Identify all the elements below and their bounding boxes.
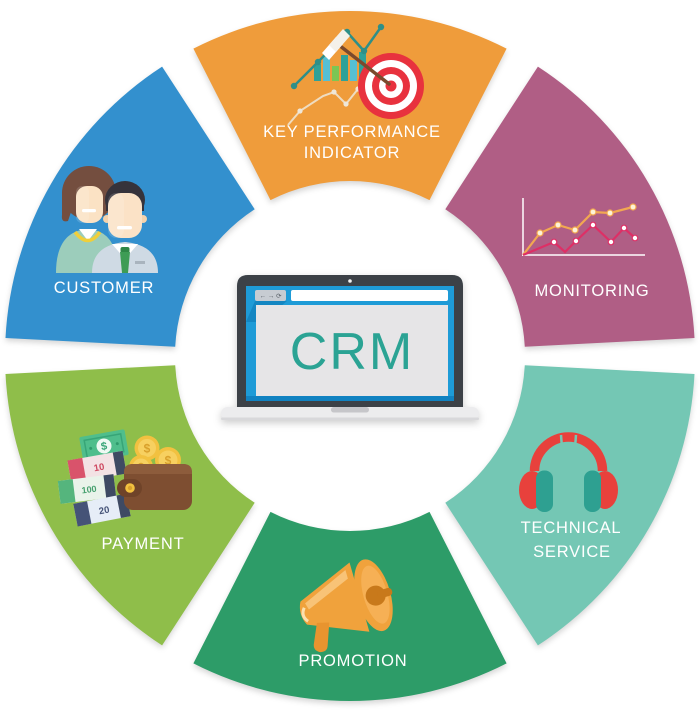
- megaphone-shine: [301, 607, 309, 623]
- headband-notch: [573, 434, 578, 449]
- pale-trend-line: [287, 86, 371, 126]
- segment-promotion-label: PROMOTION: [299, 652, 408, 670]
- browser-address-bar: [291, 290, 448, 301]
- segment-technical-service-shape: [445, 365, 695, 646]
- pink-series-dots: [550, 221, 639, 246]
- browser-nav-icons: ← → ⟳: [259, 293, 282, 300]
- coin-dollar-symbol: $: [165, 454, 172, 468]
- woman-hair-strand: [61, 193, 73, 222]
- man-badge: [135, 261, 145, 264]
- bar: [359, 52, 366, 81]
- segment-kpi: KEY PERFORMANCE INDICATOR: [193, 11, 507, 201]
- woman-collar: [73, 230, 102, 243]
- bar: [350, 60, 357, 81]
- segment-monitoring: MONITORING: [445, 66, 695, 347]
- monitoring-line-chart-icon: [522, 198, 645, 257]
- bill-dollar-symbol: $: [100, 440, 108, 453]
- screen-bottom-stripe: [246, 396, 454, 401]
- bar: [323, 57, 330, 81]
- man-avatar: [92, 181, 158, 273]
- laptop-base-edge: [221, 417, 479, 420]
- segment-kpi-shape: [193, 11, 507, 201]
- megaphone-cone: [299, 562, 370, 632]
- wallet-icon: [117, 464, 192, 510]
- man-face: [108, 193, 142, 238]
- dart-arrow: [322, 29, 391, 86]
- bullseye-target: [358, 53, 424, 119]
- left-ear-pad: [536, 470, 553, 512]
- laptop: ← → ⟳ CRM: [221, 275, 479, 420]
- megaphone-icon: [299, 559, 393, 653]
- segment-kpi-label-line1: KEY PERFORMANCE: [263, 123, 441, 141]
- crm-screen-text: CRM: [290, 323, 414, 381]
- laptop-base-notch: [331, 407, 369, 413]
- segment-technical-service: TECHNICAL SERVICE: [445, 365, 695, 646]
- woman-face: [76, 186, 103, 223]
- headphones-icon: [519, 432, 618, 512]
- man-tie-knot: [120, 247, 130, 253]
- segment-technical-service-label-line1: TECHNICAL: [521, 519, 622, 537]
- segment-payment: $ 10 100 20: [5, 365, 255, 646]
- coin-dollar-symbol: $: [144, 442, 151, 456]
- segment-monitoring-shape: [445, 66, 695, 347]
- banknote-value: 100: [81, 484, 97, 496]
- bar: [341, 55, 348, 81]
- segment-customer-label: CUSTOMER: [54, 279, 155, 297]
- kpi-target-chart-icon: [287, 23, 424, 126]
- two-people-icon: [56, 166, 158, 273]
- segment-payment-label: PAYMENT: [102, 535, 185, 553]
- segment-technical-service-label-line2: SERVICE: [533, 543, 611, 561]
- segment-monitoring-label: MONITORING: [535, 282, 650, 300]
- teal-trend-line: [290, 23, 385, 90]
- laptop-base: [221, 407, 479, 420]
- banknote-value: 20: [98, 504, 110, 517]
- banknote-100: 100: [57, 474, 117, 504]
- man-tie: [120, 252, 130, 273]
- megaphone-highlight: [305, 569, 348, 610]
- woman-smile: [82, 209, 96, 213]
- headband-notch: [559, 434, 564, 449]
- segment-customer: CUSTOMER: [5, 66, 255, 347]
- segment-promotion: PROMOTION: [193, 511, 507, 701]
- gold-coin: $: [134, 435, 160, 461]
- woman-neckline: [79, 229, 97, 241]
- segment-kpi-label-line2: INDICATOR: [304, 144, 400, 162]
- banknote-value: 10: [93, 462, 105, 475]
- orange-series-dots: [536, 203, 637, 237]
- wallet-money-icon: $ 10 100 20: [57, 429, 192, 527]
- bar: [332, 66, 339, 81]
- man-smile: [117, 226, 132, 230]
- headband: [529, 432, 608, 472]
- bar-chart: [314, 52, 366, 81]
- laptop-content-area: [256, 305, 448, 396]
- browser-toolbar: [255, 290, 286, 301]
- woman-avatar: [56, 166, 118, 273]
- bar: [314, 64, 321, 81]
- megaphone-inner-grip: [377, 587, 393, 599]
- laptop-camera-dot: [348, 279, 352, 283]
- megaphone-handle: [313, 622, 330, 653]
- right-ear-pad: [584, 470, 601, 512]
